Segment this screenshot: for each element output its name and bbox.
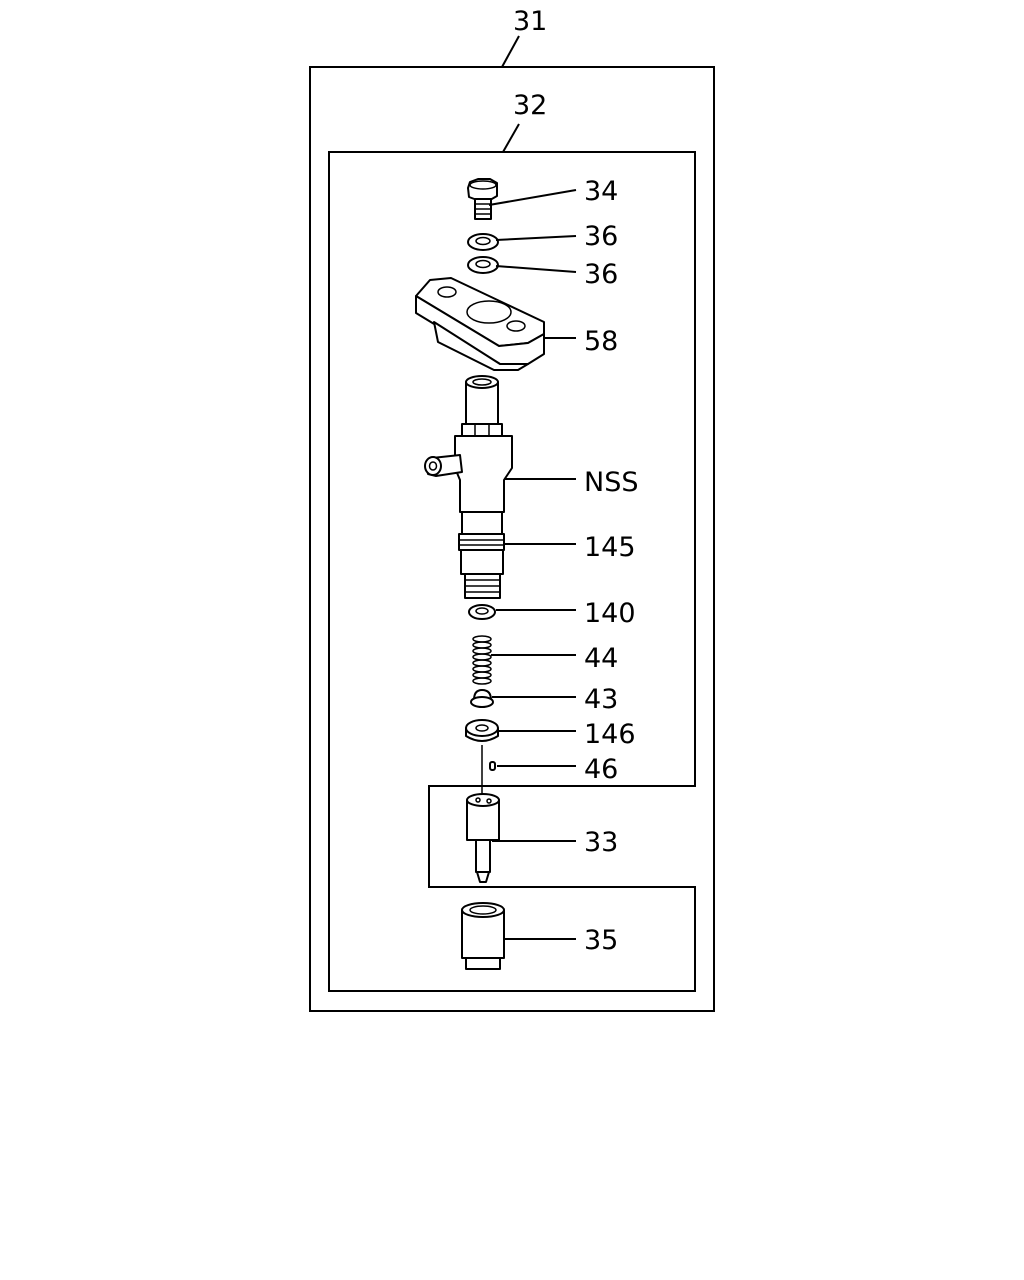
washer-upper-part (467, 233, 499, 251)
leader-lines (488, 189, 577, 940)
callout-58: 58 (584, 326, 618, 357)
callout-44: 44 (584, 643, 618, 674)
callout-33: 33 (584, 827, 618, 858)
spring-part (472, 635, 492, 685)
assembly-frame-31 (309, 35, 715, 1012)
callout-31: 31 (513, 6, 547, 37)
callout-145: 145 (584, 532, 636, 563)
callout-36-upper: 36 (584, 221, 618, 252)
callout-nss: NSS (584, 467, 638, 498)
spacer-part (465, 719, 499, 742)
injector-body-part (424, 375, 513, 535)
spring-seat-part (470, 689, 494, 708)
holder-frame-32 (328, 123, 696, 992)
callout-46: 46 (584, 754, 618, 785)
callout-36-lower: 36 (584, 259, 618, 290)
nozzle-part (466, 793, 500, 883)
washer-lower-part (467, 256, 499, 274)
callout-140: 140 (584, 598, 636, 629)
shim-part (468, 604, 496, 620)
bolt-part (467, 178, 498, 220)
clamp-part (415, 277, 545, 371)
retaining-nut-part (461, 902, 505, 970)
o-ring-part (458, 533, 505, 599)
pin-part (489, 761, 496, 771)
callout-32: 32 (513, 90, 547, 121)
callout-146: 146 (584, 719, 636, 750)
callout-35: 35 (584, 925, 618, 956)
callout-43: 43 (584, 684, 618, 715)
callout-34: 34 (584, 176, 618, 207)
